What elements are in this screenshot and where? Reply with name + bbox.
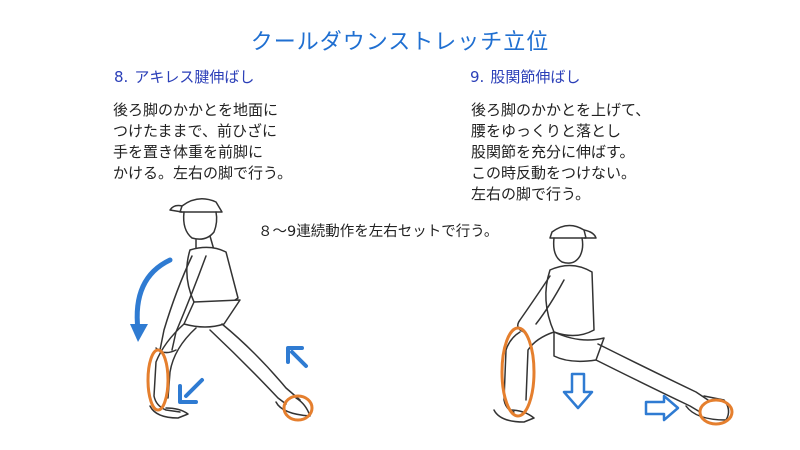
section-9-title: 股関節伸ばし <box>490 68 581 86</box>
hip-stretch-illustration <box>493 224 734 426</box>
stretching-figure-left <box>149 198 311 419</box>
page-title: クールダウンストレッチ立位 <box>250 30 550 55</box>
heel-highlight <box>282 394 314 422</box>
section-8-number: 8. <box>114 68 129 86</box>
combination-note: ８～9連続動作を左右セットで行う。 <box>258 224 499 240</box>
section-9-heading: 9. 股関節伸ばし <box>470 66 580 87</box>
section-9-description: 後ろ脚のかかとを上げて、 腰をゆっくりと落とし 股関節を充分に伸ばす。 この時反… <box>471 100 711 205</box>
description-line: かける。左右の脚で行う。 <box>113 164 293 182</box>
description-line: この時反動をつけない。 <box>471 164 637 182</box>
achilles-stretch-illustration <box>130 198 314 422</box>
section-8-description: 後ろ脚のかかとを地面に つけたままで、前ひざに 手を置き体重を前脚に かける。左… <box>113 100 333 184</box>
description-line: 後ろ脚のかかとを地面に <box>113 101 279 119</box>
section-9-number: 9. <box>470 68 485 86</box>
thigh-highlight <box>500 326 536 418</box>
description-line: 股関節を充分に伸ばす。 <box>471 143 635 161</box>
description-line: つけたままで、前ひざに <box>113 122 277 140</box>
curved-arrow-icon <box>134 257 173 333</box>
calf-highlight <box>146 348 170 412</box>
description-line: 手を置き体重を前脚に <box>113 143 264 161</box>
description-line: 後ろ脚のかかとを上げて、 <box>471 101 651 119</box>
right-arrow-icon <box>644 394 680 422</box>
diagonal-arrow-icon <box>178 378 204 404</box>
diagonal-arrow-icon <box>286 346 308 368</box>
section-8-title: アキレス腱伸ばし <box>134 68 255 86</box>
stretching-figure-right <box>493 224 730 423</box>
curved-arrow-head <box>130 324 148 342</box>
heel-highlight <box>698 398 734 426</box>
section-8-heading: 8. アキレス腱伸ばし <box>114 66 254 87</box>
down-arrow-icon <box>562 372 594 410</box>
description-line: 腰をゆっくりと落とし <box>471 122 622 140</box>
description-line: 左右の脚で行う。 <box>471 185 591 203</box>
